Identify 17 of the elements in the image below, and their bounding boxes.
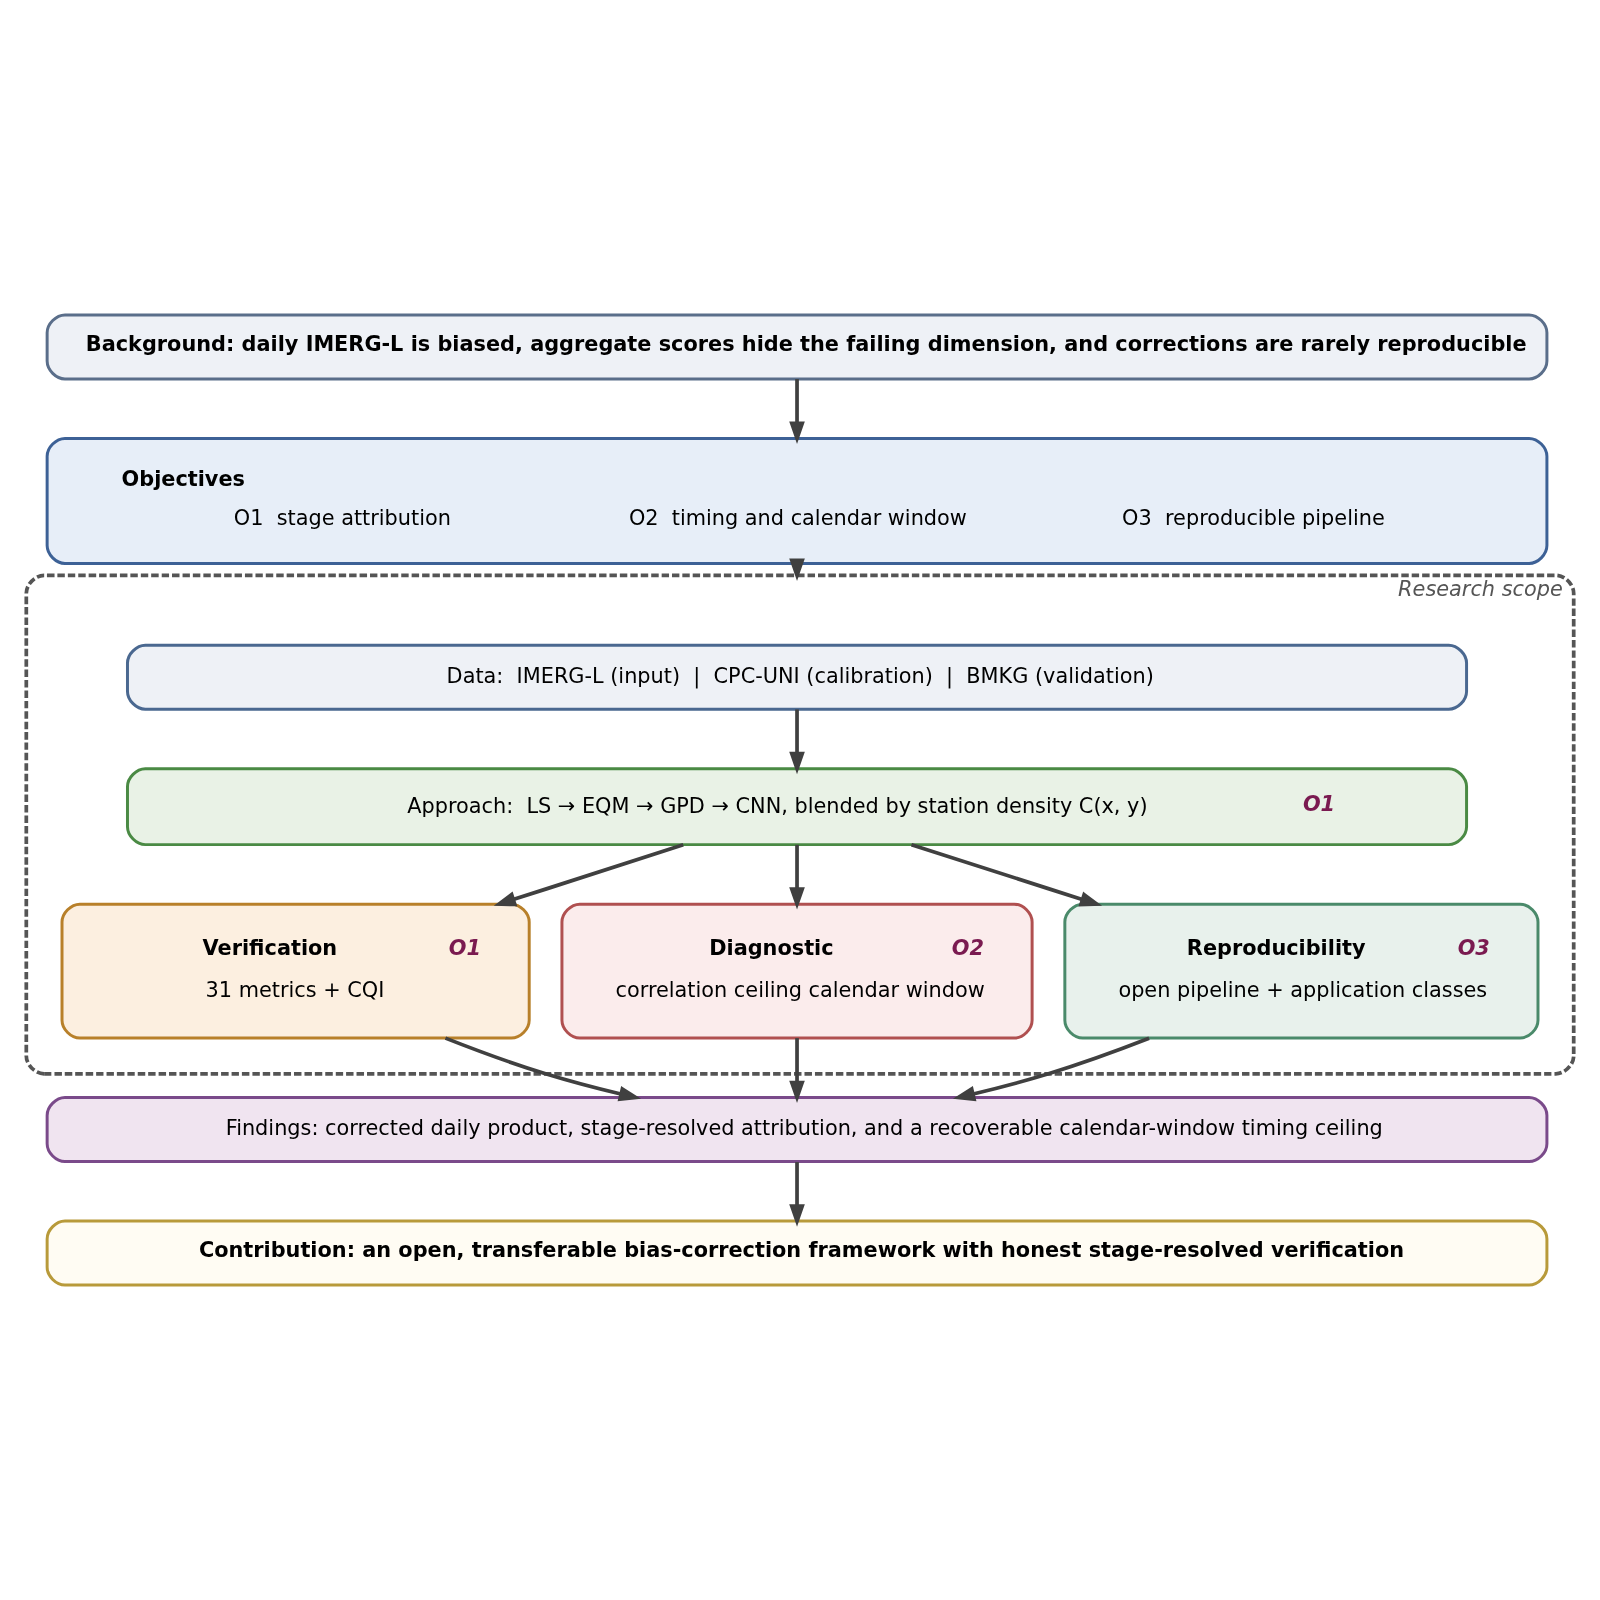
arrow bbox=[789, 558, 805, 581]
arrow bbox=[789, 844, 805, 910]
arrow bbox=[444, 1036, 642, 1102]
arrow bbox=[789, 379, 805, 444]
arrow bbox=[789, 1038, 805, 1103]
node-box: Data: IMERG-L (input) | CPC-UNI (calibration) | BMKG (validation) bbox=[126, 643, 1469, 711]
node-box: Approach: LS → EQM → GPD → CNN, blended by station density C(x, y) O1 bbox=[126, 767, 1469, 847]
node-box: Findings: corrected daily product, stage-resolved attribution, and a recoverable calendar-window timing ceiling bbox=[45, 1096, 1549, 1164]
node-box: Contribution: an open, transferable bias-correction framework with honest stage-resolved verification bbox=[45, 1219, 1549, 1287]
node-box: Diagnostic O2 correlation ceiling calendar window bbox=[560, 902, 1034, 1040]
node-box: Verification O1 31 metrics + CQI bbox=[60, 902, 531, 1040]
arrow bbox=[789, 1162, 805, 1227]
node-box: Background: daily IMERG-L is biased, aggregate scores hide the failing dimension, and corrections are rarely reproducible bbox=[45, 313, 1549, 381]
arrow bbox=[910, 843, 1103, 907]
arrow bbox=[493, 843, 684, 907]
arrow bbox=[789, 709, 805, 775]
node-box: Reproducibility O3 open pipeline + application classes bbox=[1063, 902, 1540, 1040]
